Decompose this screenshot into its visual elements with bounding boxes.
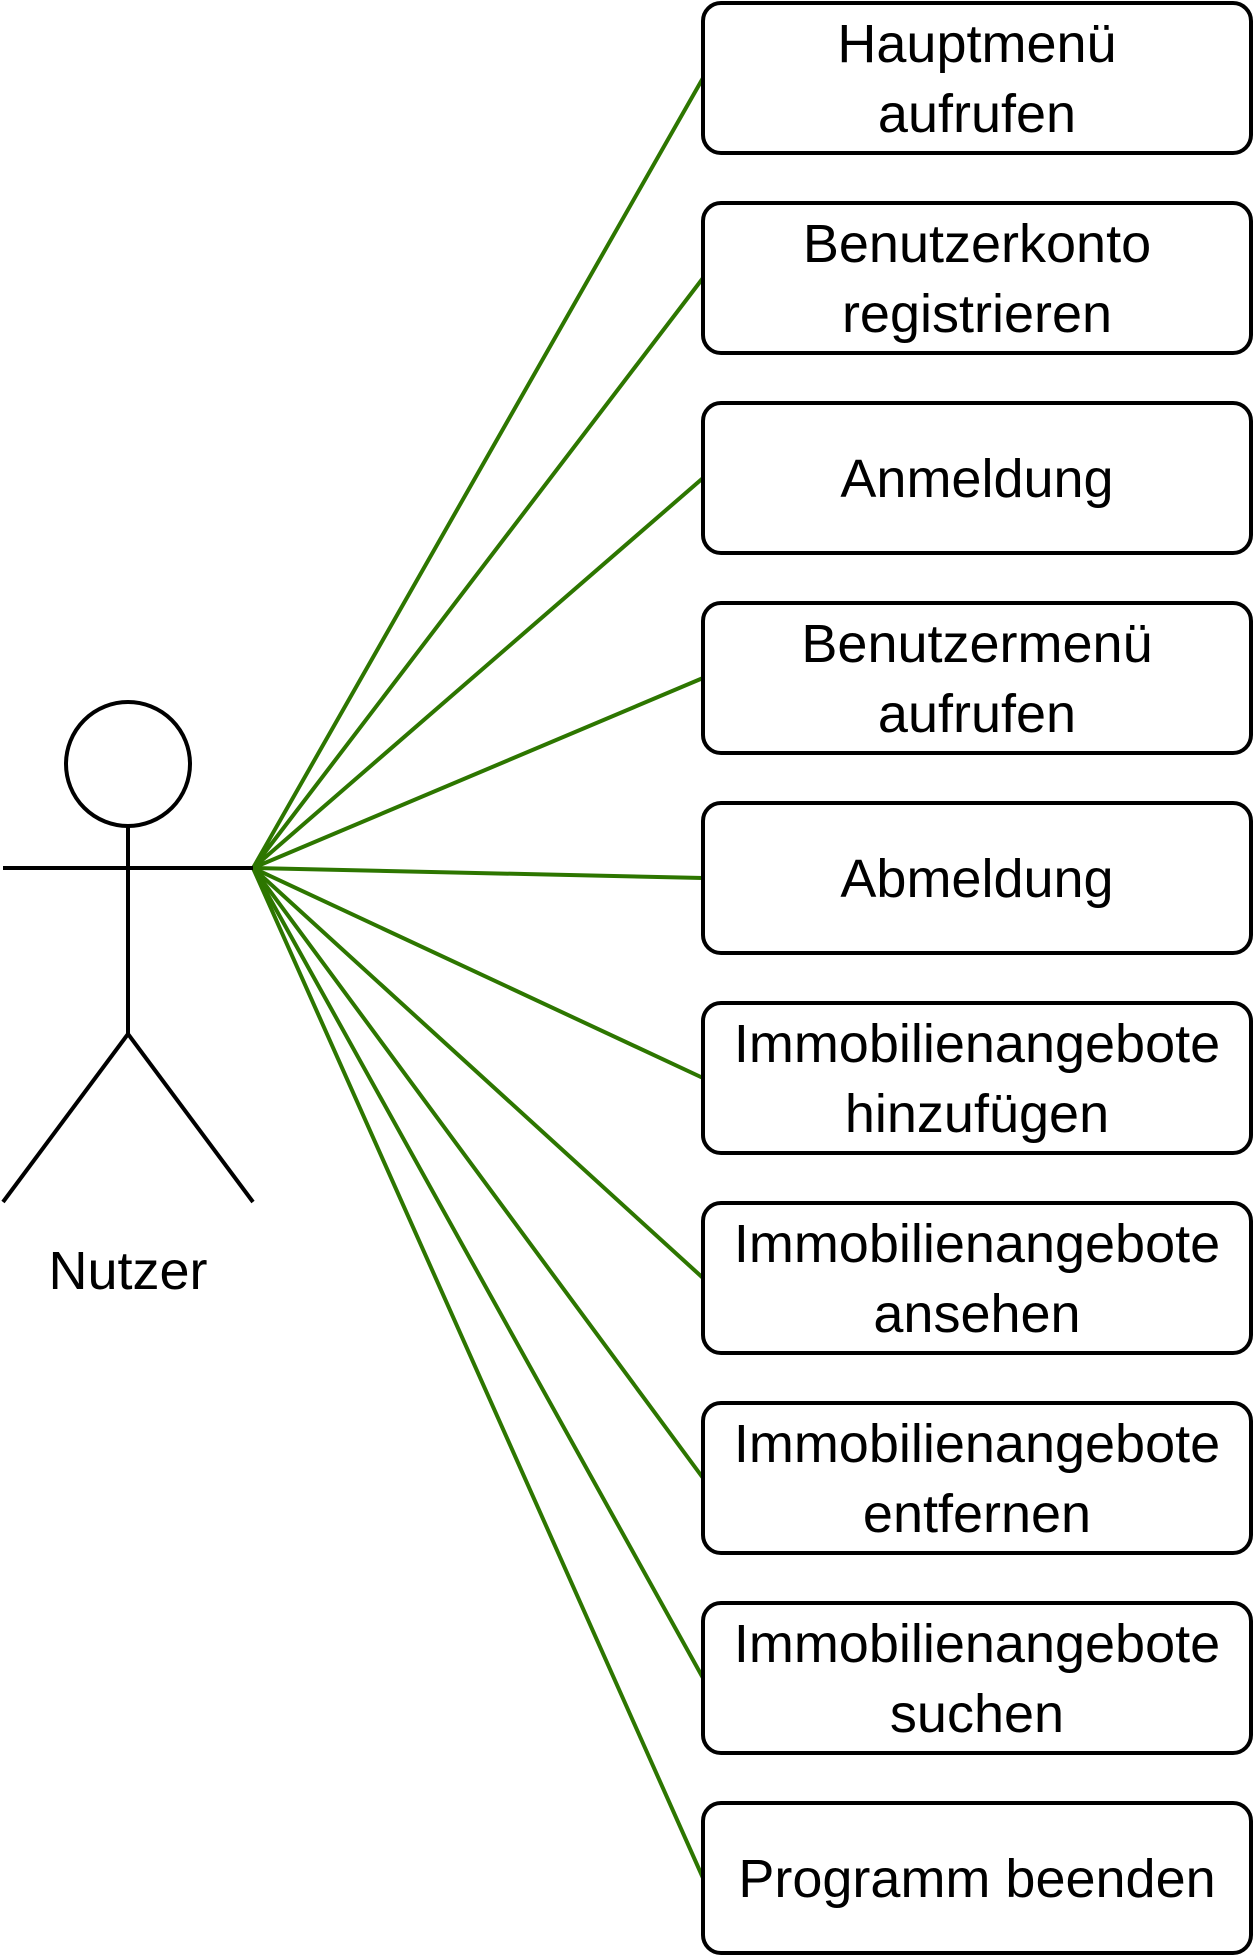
use-case: Benutzerkonto registrieren (701, 201, 1253, 355)
use-case-box (701, 1601, 1253, 1755)
connector-line (251, 476, 705, 870)
use-case-box (701, 1, 1253, 155)
use-case-label: ansehen (873, 1284, 1080, 1344)
use-case: Anmeldung (701, 401, 1253, 555)
connector-line (251, 276, 705, 870)
use-case: Immobilienangebote hinzufügen (701, 1001, 1253, 1155)
use-case: Programm beenden (701, 1801, 1253, 1955)
use-case: Immobilienangebote entfernen (701, 1401, 1253, 1555)
use-case-box (701, 1401, 1253, 1555)
use-case: Benutzermenü aufrufen (701, 601, 1253, 755)
use-case: Hauptmenü aufrufen (701, 1, 1253, 155)
use-case-box (701, 1001, 1253, 1155)
use-case-box (701, 601, 1253, 755)
use-case-label: suchen (890, 1684, 1064, 1744)
use-case-box (701, 1801, 1253, 1955)
connectors (251, 76, 705, 1880)
use-case-label: Immobilienangebote (734, 1614, 1220, 1674)
connector-line (251, 76, 705, 870)
use-case-label: entfernen (863, 1484, 1091, 1544)
use-case-box (701, 201, 1253, 355)
use-case-label: Hauptmenü (837, 14, 1116, 74)
use-case-label: Benutzermenü (801, 614, 1152, 674)
use-case-label: Immobilienangebote (734, 1214, 1220, 1274)
use-case-label: hinzufügen (845, 1084, 1109, 1144)
use-case-label: Abmeldung (840, 849, 1113, 909)
use-case-label: Immobilienangebote (734, 1014, 1220, 1074)
use-case-label: aufrufen (878, 84, 1076, 144)
connector-line (251, 676, 705, 870)
connector-line (251, 866, 705, 1480)
use-case-label: Anmeldung (840, 449, 1113, 509)
use-case-box (701, 1201, 1253, 1355)
use-cases: HauptmenüaufrufenBenutzerkontoregistrier… (701, 1, 1253, 1955)
actor: Nutzer (1, 700, 255, 1301)
actor-label: Nutzer (48, 1241, 207, 1301)
stick-figure-icon (1, 700, 255, 1204)
use-case-label: aufrufen (878, 684, 1076, 744)
use-case-box (701, 401, 1253, 555)
use-case-label: Programm beenden (738, 1849, 1215, 1909)
use-case: Immobilienangebote suchen (701, 1601, 1253, 1755)
use-case-label: registrieren (842, 284, 1112, 344)
connector-line (251, 866, 705, 1280)
connector-line (251, 866, 705, 1080)
connector-line (251, 866, 705, 880)
connector-line (251, 866, 705, 1880)
use-case: Immobilienangebote ansehen (701, 1201, 1253, 1355)
use-case-label: Immobilienangebote (734, 1414, 1220, 1474)
connector-line (251, 866, 705, 1680)
use-case-label: Benutzerkonto (803, 214, 1151, 274)
use-case-box (701, 801, 1253, 955)
use-case: Abmeldung (701, 801, 1253, 955)
